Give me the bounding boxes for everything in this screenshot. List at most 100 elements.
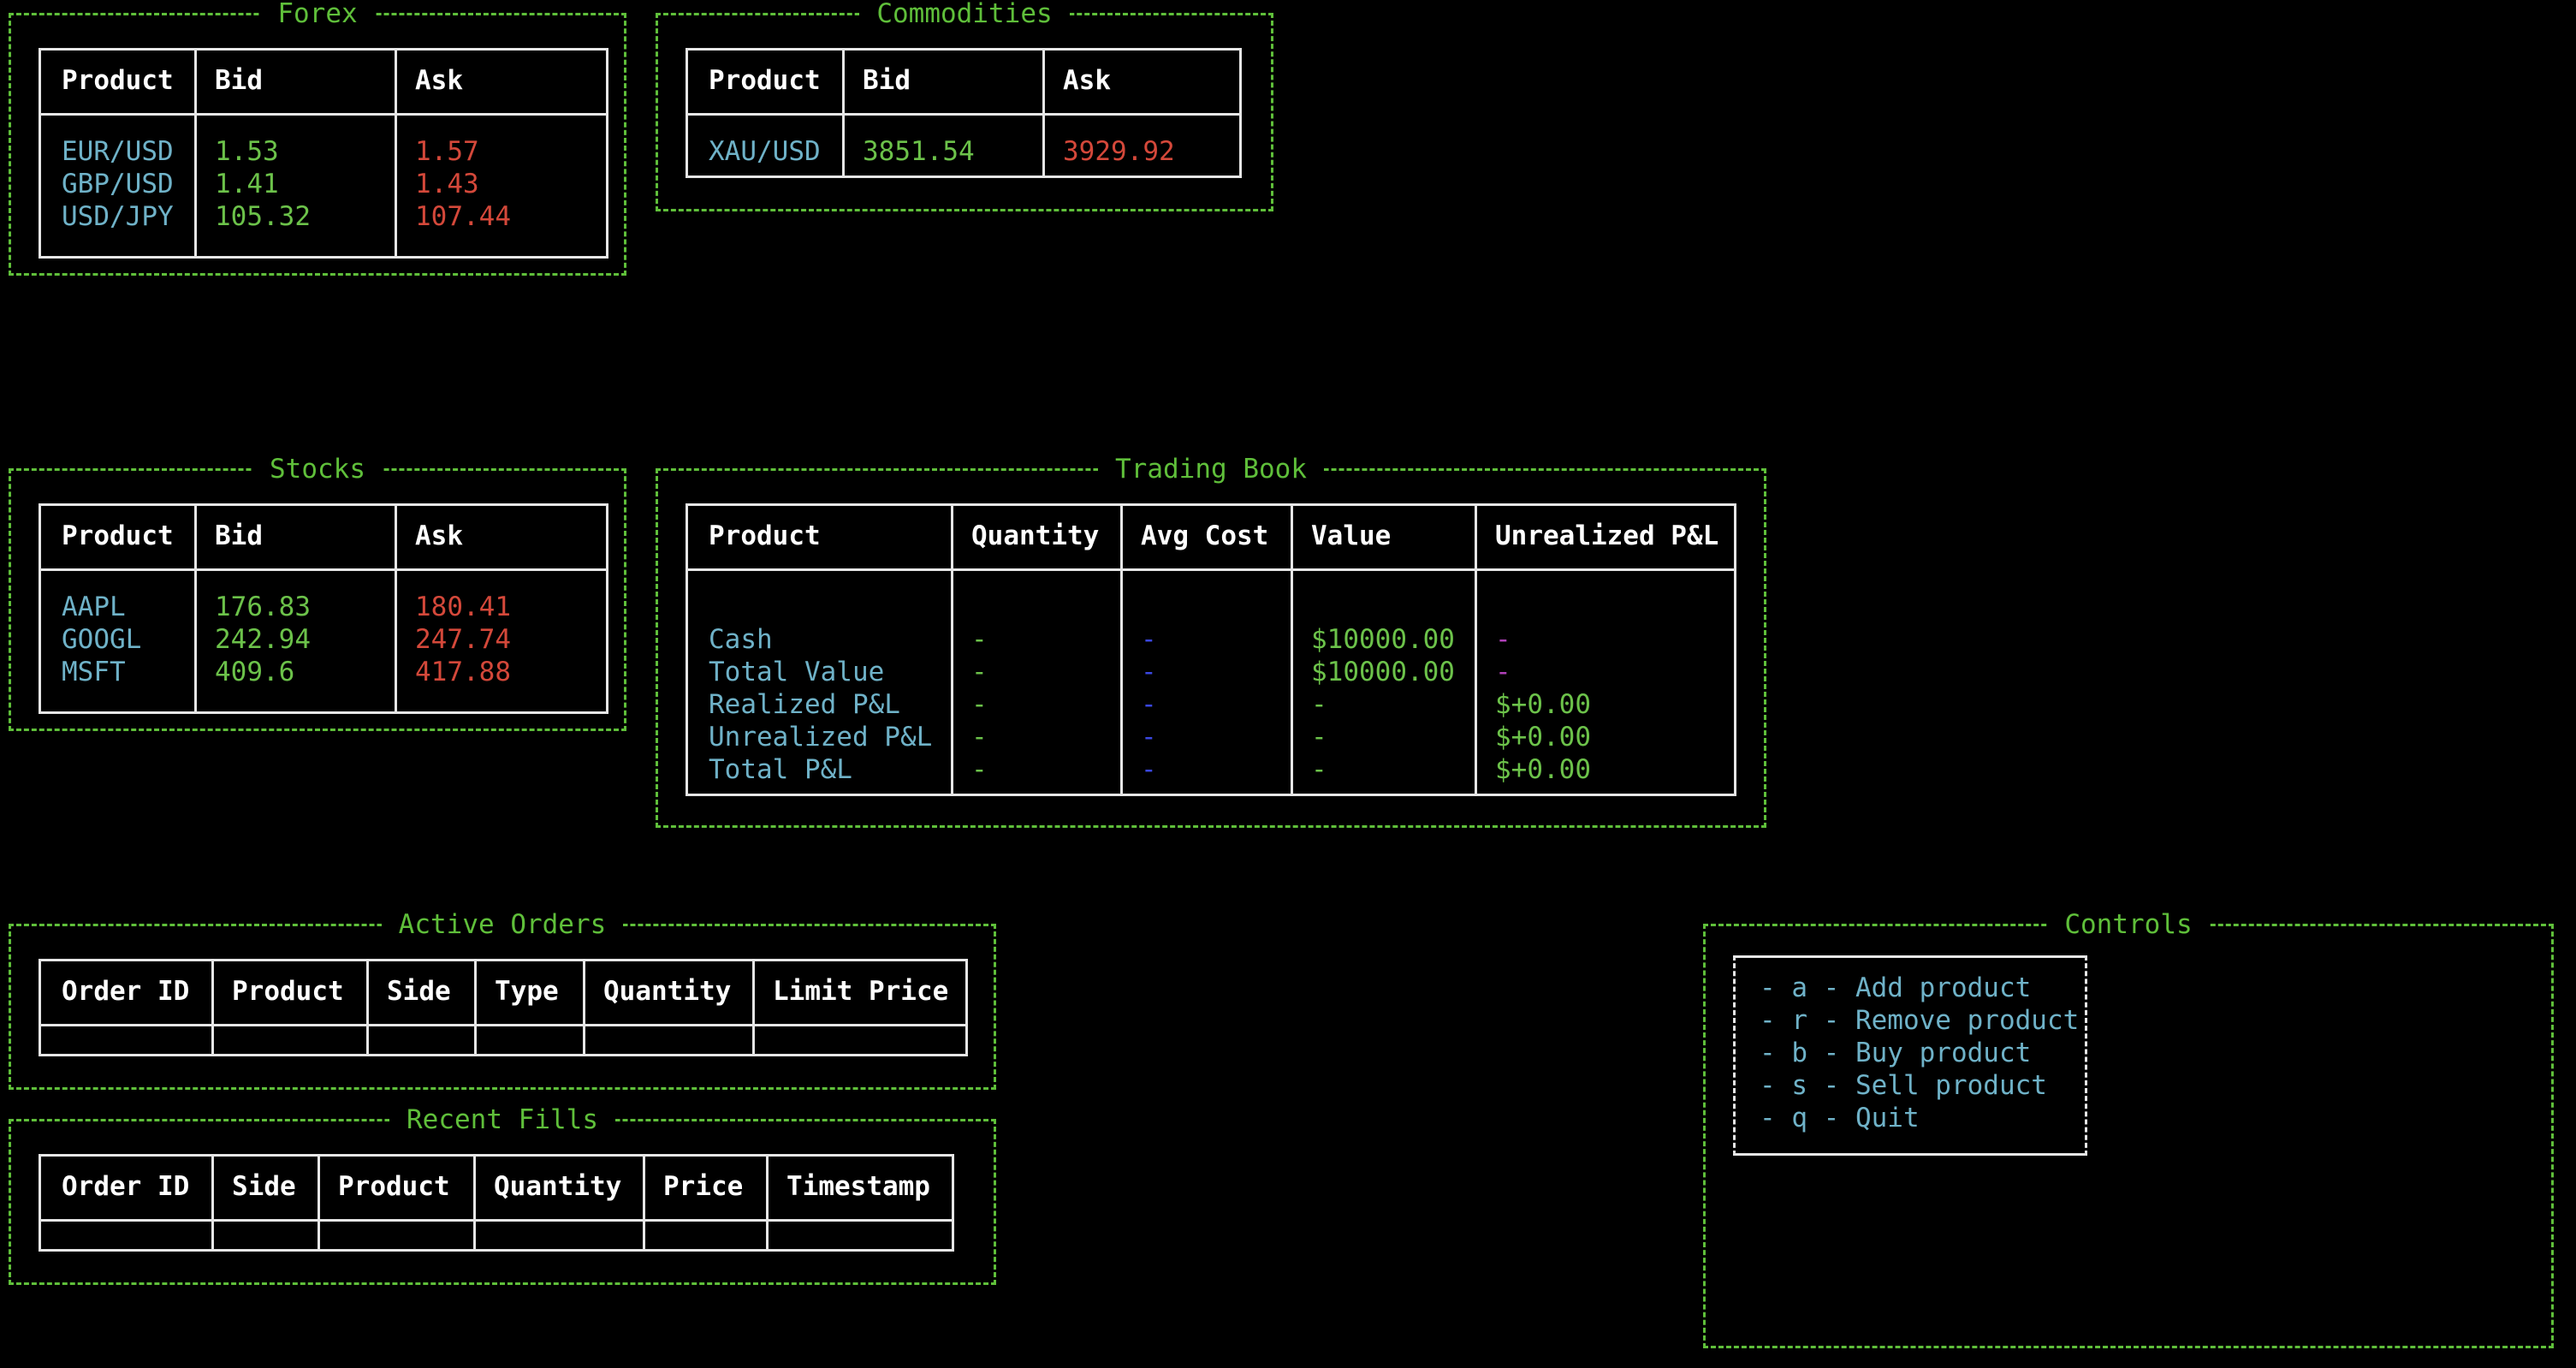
trading-book-panel: Trading Book Product Quantity Avg Cost V… bbox=[656, 454, 1766, 828]
commodities-panel: Commodities Product Bid Ask XAU/USD 3851… bbox=[656, 0, 1273, 211]
control-item-quit[interactable]: - q - Quit bbox=[1760, 1103, 1920, 1133]
table-cell-product: USD/JPY bbox=[62, 201, 174, 232]
control-item-sell[interactable]: - s - Sell product bbox=[1760, 1070, 2047, 1101]
recent-fills-title: Recent Fills bbox=[389, 1104, 615, 1135]
table-cell-product: AAPL bbox=[62, 592, 126, 622]
col-header-bid: Bid bbox=[863, 65, 911, 96]
table-cell-bid: 105.32 bbox=[215, 201, 311, 232]
controls-title: Controls bbox=[2047, 909, 2210, 940]
table-cell-product: Total P&L bbox=[709, 754, 852, 785]
commodities-table: Product Bid Ask XAU/USD 3851.54 3929.92 bbox=[686, 48, 1242, 178]
table-cell-avg-cost: - bbox=[1141, 689, 1157, 720]
controls-panel: Controls - a - Add product - r - Remove … bbox=[1703, 909, 2554, 1348]
col-header-price: Price bbox=[663, 1171, 744, 1202]
table-cell-ask: 3929.92 bbox=[1063, 136, 1175, 167]
table-cell-avg-cost: - bbox=[1141, 754, 1157, 785]
col-header-order-id: Order ID bbox=[62, 1171, 190, 1202]
col-header-product: Product bbox=[232, 976, 344, 1007]
table-cell-value: - bbox=[1311, 754, 1327, 785]
table-cell-avg-cost: - bbox=[1141, 657, 1157, 687]
table-cell-avg-cost: - bbox=[1141, 624, 1157, 655]
active-orders-table: Order ID Product Side Type Quantity Limi… bbox=[39, 959, 968, 1056]
table-cell-unrealized: $+0.00 bbox=[1495, 754, 1591, 785]
table-cell-quantity: - bbox=[971, 722, 988, 752]
table-cell-unrealized: $+0.00 bbox=[1495, 689, 1591, 720]
table-cell-product: Realized P&L bbox=[709, 689, 900, 720]
col-header-product: Product bbox=[709, 520, 821, 551]
table-cell-avg-cost: - bbox=[1141, 722, 1157, 752]
forex-table: Product Bid Ask EUR/USD 1.53 1.57 GBP/US… bbox=[39, 48, 608, 259]
table-cell-ask: 107.44 bbox=[415, 201, 511, 232]
table-cell-product: Total Value bbox=[709, 657, 885, 687]
table-cell-value: - bbox=[1311, 689, 1327, 720]
col-header-ask: Ask bbox=[415, 65, 463, 96]
table-cell-bid: 176.83 bbox=[215, 592, 311, 622]
recent-fills-panel: Recent Fills Order ID Side Product Quant… bbox=[9, 1104, 996, 1285]
col-header-avg-cost: Avg Cost bbox=[1141, 520, 1269, 551]
stocks-title: Stocks bbox=[252, 454, 383, 485]
col-header-quantity: Quantity bbox=[603, 976, 732, 1007]
table-cell-bid: 1.53 bbox=[215, 136, 279, 167]
col-header-order-id: Order ID bbox=[62, 976, 190, 1007]
trading-book-title: Trading Book bbox=[1098, 454, 1324, 485]
control-item-add[interactable]: - a - Add product bbox=[1760, 972, 2032, 1003]
forex-panel: Forex Product Bid Ask EUR/USD 1.53 1.57 … bbox=[9, 0, 626, 276]
commodities-title: Commodities bbox=[859, 0, 1070, 29]
table-cell-unrealized: - bbox=[1495, 657, 1511, 687]
table-cell-quantity: - bbox=[971, 689, 988, 720]
table-cell-bid: 242.94 bbox=[215, 624, 311, 655]
table-cell-bid: 3851.54 bbox=[863, 136, 975, 167]
col-header-product: Product bbox=[62, 65, 174, 96]
trading-book-table: Product Quantity Avg Cost Value Unrealiz… bbox=[686, 503, 1736, 796]
table-cell-bid: 1.41 bbox=[215, 169, 279, 199]
control-item-buy[interactable]: - b - Buy product bbox=[1760, 1038, 2032, 1068]
control-item-remove[interactable]: - r - Remove product bbox=[1760, 1005, 2080, 1036]
col-header-product: Product bbox=[62, 520, 174, 551]
trading-book-table-header: Product Quantity Avg Cost Value Unrealiz… bbox=[688, 506, 1734, 571]
table-cell-ask: 247.74 bbox=[415, 624, 511, 655]
table-cell-ask: 1.57 bbox=[415, 136, 479, 167]
col-header-value: Value bbox=[1311, 520, 1392, 551]
col-header-bid: Bid bbox=[215, 520, 263, 551]
col-header-timestamp: Timestamp bbox=[786, 1171, 930, 1202]
stocks-panel: Stocks Product Bid Ask AAPL 176.83 180.4… bbox=[9, 454, 626, 731]
col-header-unrealized-pnl: Unrealized P&L bbox=[1495, 520, 1719, 551]
col-header-side: Side bbox=[232, 1171, 296, 1202]
table-cell-value: - bbox=[1311, 722, 1327, 752]
table-cell-value: $10000.00 bbox=[1311, 624, 1455, 655]
table-cell-product: EUR/USD bbox=[62, 136, 174, 167]
table-cell-product: GOOGL bbox=[62, 624, 142, 655]
active-orders-panel: Active Orders Order ID Product Side Type… bbox=[9, 909, 996, 1090]
col-header-product: Product bbox=[338, 1171, 450, 1202]
table-cell-unrealized: - bbox=[1495, 624, 1511, 655]
table-cell-product: XAU/USD bbox=[709, 136, 821, 167]
col-header-quantity: Quantity bbox=[971, 520, 1100, 551]
table-cell-ask: 180.41 bbox=[415, 592, 511, 622]
table-cell-unrealized: $+0.00 bbox=[1495, 722, 1591, 752]
col-header-quantity: Quantity bbox=[494, 1171, 622, 1202]
table-cell-product: Cash bbox=[709, 624, 773, 655]
table-cell-quantity: - bbox=[971, 754, 988, 785]
col-header-limit-price: Limit Price bbox=[773, 976, 949, 1007]
stocks-table-header: Product Bid Ask bbox=[41, 506, 606, 571]
recent-fills-table-header: Order ID Side Product Quantity Price Tim… bbox=[41, 1157, 952, 1222]
table-cell-product: MSFT bbox=[62, 657, 126, 687]
col-header-type: Type bbox=[495, 976, 559, 1007]
col-header-bid: Bid bbox=[215, 65, 263, 96]
forex-table-header: Product Bid Ask bbox=[41, 51, 606, 116]
table-cell-quantity: - bbox=[971, 624, 988, 655]
table-cell-bid: 409.6 bbox=[215, 657, 295, 687]
table-cell-value: $10000.00 bbox=[1311, 657, 1455, 687]
active-orders-title: Active Orders bbox=[381, 909, 624, 940]
controls-list: - a - Add product - r - Remove product -… bbox=[1733, 955, 2087, 1156]
table-cell-quantity: - bbox=[971, 657, 988, 687]
recent-fills-table: Order ID Side Product Quantity Price Tim… bbox=[39, 1154, 954, 1252]
table-cell-product: GBP/USD bbox=[62, 169, 174, 199]
commodities-table-header: Product Bid Ask bbox=[688, 51, 1239, 116]
forex-title: Forex bbox=[260, 0, 375, 29]
active-orders-table-header: Order ID Product Side Type Quantity Limi… bbox=[41, 961, 965, 1026]
col-header-side: Side bbox=[387, 976, 451, 1007]
col-header-product: Product bbox=[709, 65, 821, 96]
stocks-table: Product Bid Ask AAPL 176.83 180.41 GOOGL… bbox=[39, 503, 608, 714]
col-header-ask: Ask bbox=[1063, 65, 1111, 96]
